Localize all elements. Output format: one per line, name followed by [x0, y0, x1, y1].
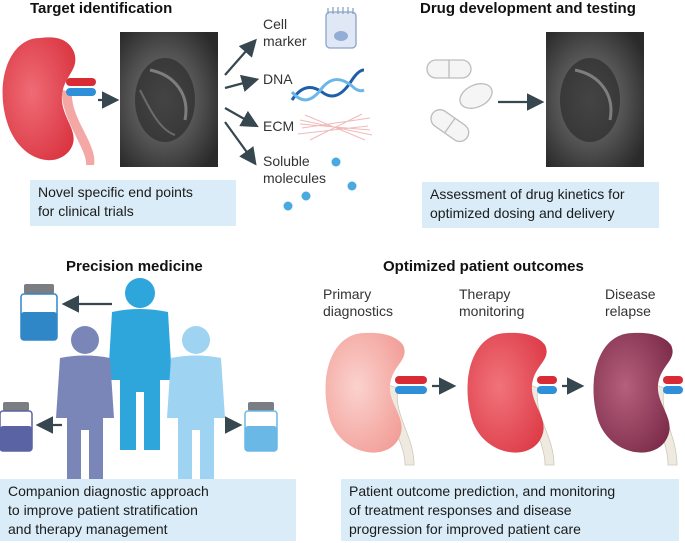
soluble-molecule-dots: [283, 157, 357, 211]
precision-arrows: [35, 295, 243, 434]
precision-medicine-title: Precision medicine: [66, 258, 203, 275]
mri-scan-target: [120, 32, 218, 167]
outcomes-summary-box: Patient outcome prediction, and monitori…: [341, 479, 679, 541]
drug-development-title: Drug development and testing: [420, 0, 636, 17]
precision-summary-box: Companion diagnostic approach to improve…: [0, 479, 296, 541]
mri-scan-drug: [546, 32, 644, 167]
vial-icon-right: [244, 402, 278, 452]
person-icon-center: [108, 278, 172, 450]
pill-icons: [426, 59, 493, 143]
person-icon-left: [56, 326, 114, 482]
dna-icon: [290, 68, 365, 102]
ecm-label: ECM: [263, 118, 295, 134]
therapy-monitoring-label: Therapy monitoring: [459, 286, 525, 319]
ecm-icon: [297, 113, 373, 141]
kidney-icon-target: [2, 37, 96, 165]
kidney-icon-primary: [325, 332, 427, 466]
soluble-molecules-label: Soluble molecules: [263, 153, 327, 186]
dna-label: DNA: [263, 71, 293, 87]
kidney-icon-therapy: [467, 332, 557, 466]
primary-diagnostics-label: Primary diagnostics: [323, 286, 394, 319]
target-summary-box: Novel specific end points for clinical t…: [30, 180, 236, 226]
person-icon-right: [167, 326, 225, 482]
vial-icon-top: [20, 284, 58, 341]
kidney-icon-relapse: [593, 332, 683, 466]
vial-icon-left: [0, 402, 33, 452]
cell-icon: [325, 7, 357, 49]
target-identification-title: Target identification: [30, 0, 173, 17]
drug-summary-box: Assessment of drug kinetics for optimize…: [422, 182, 659, 228]
optimized-outcomes-title: Optimized patient outcomes: [383, 258, 584, 275]
target-arrows: [224, 38, 260, 166]
disease-relapse-label: Disease relapse: [605, 286, 656, 319]
cell-marker-label: Cell marker: [263, 16, 307, 49]
